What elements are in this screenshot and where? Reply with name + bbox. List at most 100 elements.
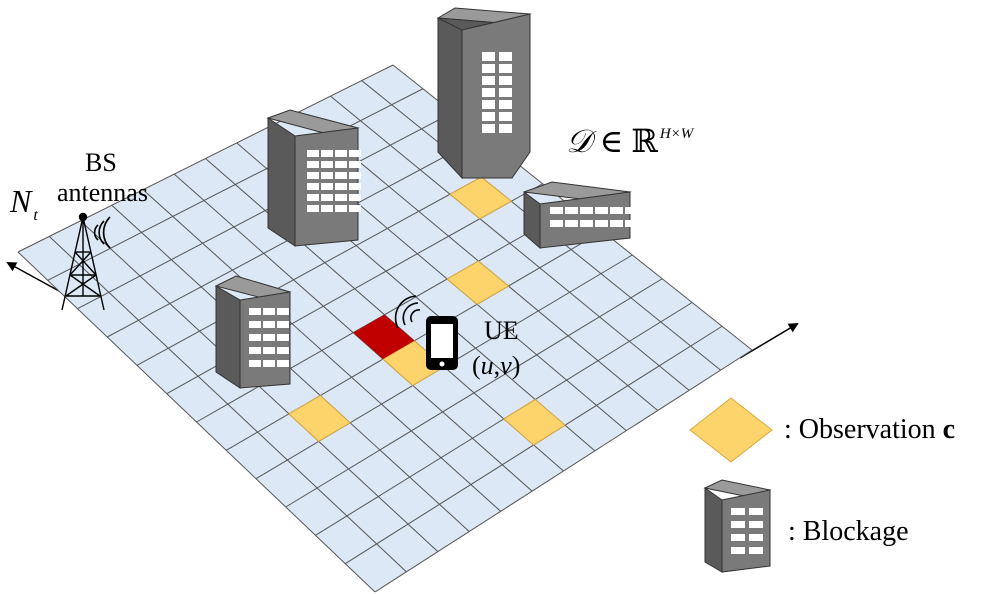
window xyxy=(249,347,261,354)
building-right-short xyxy=(523,181,638,250)
window xyxy=(499,124,512,133)
window xyxy=(249,334,261,341)
window xyxy=(749,547,763,554)
building-tall-center xyxy=(436,7,532,180)
window xyxy=(249,321,261,328)
window xyxy=(482,88,495,97)
window xyxy=(349,183,361,190)
observation-cell xyxy=(502,398,566,446)
window xyxy=(482,76,495,85)
window xyxy=(625,220,638,227)
axis-right-arrow xyxy=(739,322,799,359)
window xyxy=(482,124,495,133)
building-windows xyxy=(307,150,361,212)
window xyxy=(731,521,745,528)
building-left-top xyxy=(266,109,361,247)
window xyxy=(349,205,361,212)
bs-label-line1: BS xyxy=(85,148,117,177)
observation-cell xyxy=(288,394,351,443)
window xyxy=(499,112,512,121)
ue-coord-open: ( xyxy=(472,351,481,380)
map-field: ℝ xyxy=(631,123,658,159)
window xyxy=(550,207,563,214)
map-member: ∈ xyxy=(599,123,624,159)
ue-coord-v: v xyxy=(500,351,512,380)
window xyxy=(335,205,347,212)
window xyxy=(335,172,347,179)
window xyxy=(277,360,289,367)
legend-blockage-label: : Blockage xyxy=(788,516,909,547)
window xyxy=(731,508,745,515)
window xyxy=(307,150,319,157)
window xyxy=(335,183,347,190)
window xyxy=(307,183,319,190)
window xyxy=(263,360,275,367)
window xyxy=(482,64,495,73)
window xyxy=(565,220,578,227)
building-windows xyxy=(550,207,638,227)
building-windows xyxy=(482,52,512,133)
ue-phone-icon xyxy=(426,316,458,370)
grid-line xyxy=(48,236,407,573)
window xyxy=(610,207,623,214)
window xyxy=(335,150,347,157)
window xyxy=(263,321,275,328)
window xyxy=(610,220,623,227)
window xyxy=(321,150,333,157)
legend-observation-symbol: c xyxy=(942,414,956,445)
window xyxy=(749,521,763,528)
ue-cell xyxy=(353,314,415,360)
legend-observation-text: : Observation xyxy=(784,414,943,445)
window xyxy=(321,194,333,201)
window xyxy=(335,161,347,168)
bs-tower-icon xyxy=(61,212,105,311)
window xyxy=(349,172,361,179)
window xyxy=(307,172,319,179)
observation-cell xyxy=(449,176,513,220)
map-symbol: 𝒟 xyxy=(566,123,592,159)
legend-observation-swatch xyxy=(689,397,773,463)
window xyxy=(499,88,512,97)
window xyxy=(321,161,333,168)
window xyxy=(482,52,495,61)
bs-label-line2: antennas xyxy=(57,178,148,207)
window xyxy=(565,207,578,214)
window xyxy=(277,347,289,354)
window xyxy=(731,534,745,541)
bs-antenna-subscript: t xyxy=(33,207,38,224)
window xyxy=(263,347,275,354)
window xyxy=(499,76,512,85)
window xyxy=(349,194,361,201)
grid-line xyxy=(17,251,376,593)
ue-label: UE xyxy=(484,316,519,345)
window xyxy=(595,220,608,227)
bs-signal-icon xyxy=(93,216,111,249)
legend-observation-label: : Observation c xyxy=(784,416,955,444)
window xyxy=(499,64,512,73)
window xyxy=(321,205,333,212)
window xyxy=(249,360,261,367)
legend-blockage-icon xyxy=(703,479,772,573)
window xyxy=(580,220,593,227)
window xyxy=(595,207,608,214)
bs-antenna-symbol: N xyxy=(10,183,32,219)
window xyxy=(249,308,261,315)
window xyxy=(263,308,275,315)
window xyxy=(349,161,361,168)
window xyxy=(321,172,333,179)
window xyxy=(482,100,495,109)
window xyxy=(749,508,763,515)
ue-coordinates: (u,v) xyxy=(472,353,520,379)
ue-coord-sep: , xyxy=(493,351,501,380)
window xyxy=(263,334,275,341)
window xyxy=(277,321,289,328)
building-windows xyxy=(249,308,289,367)
window xyxy=(550,220,563,227)
window xyxy=(625,207,638,214)
window xyxy=(749,534,763,541)
window xyxy=(307,194,319,201)
